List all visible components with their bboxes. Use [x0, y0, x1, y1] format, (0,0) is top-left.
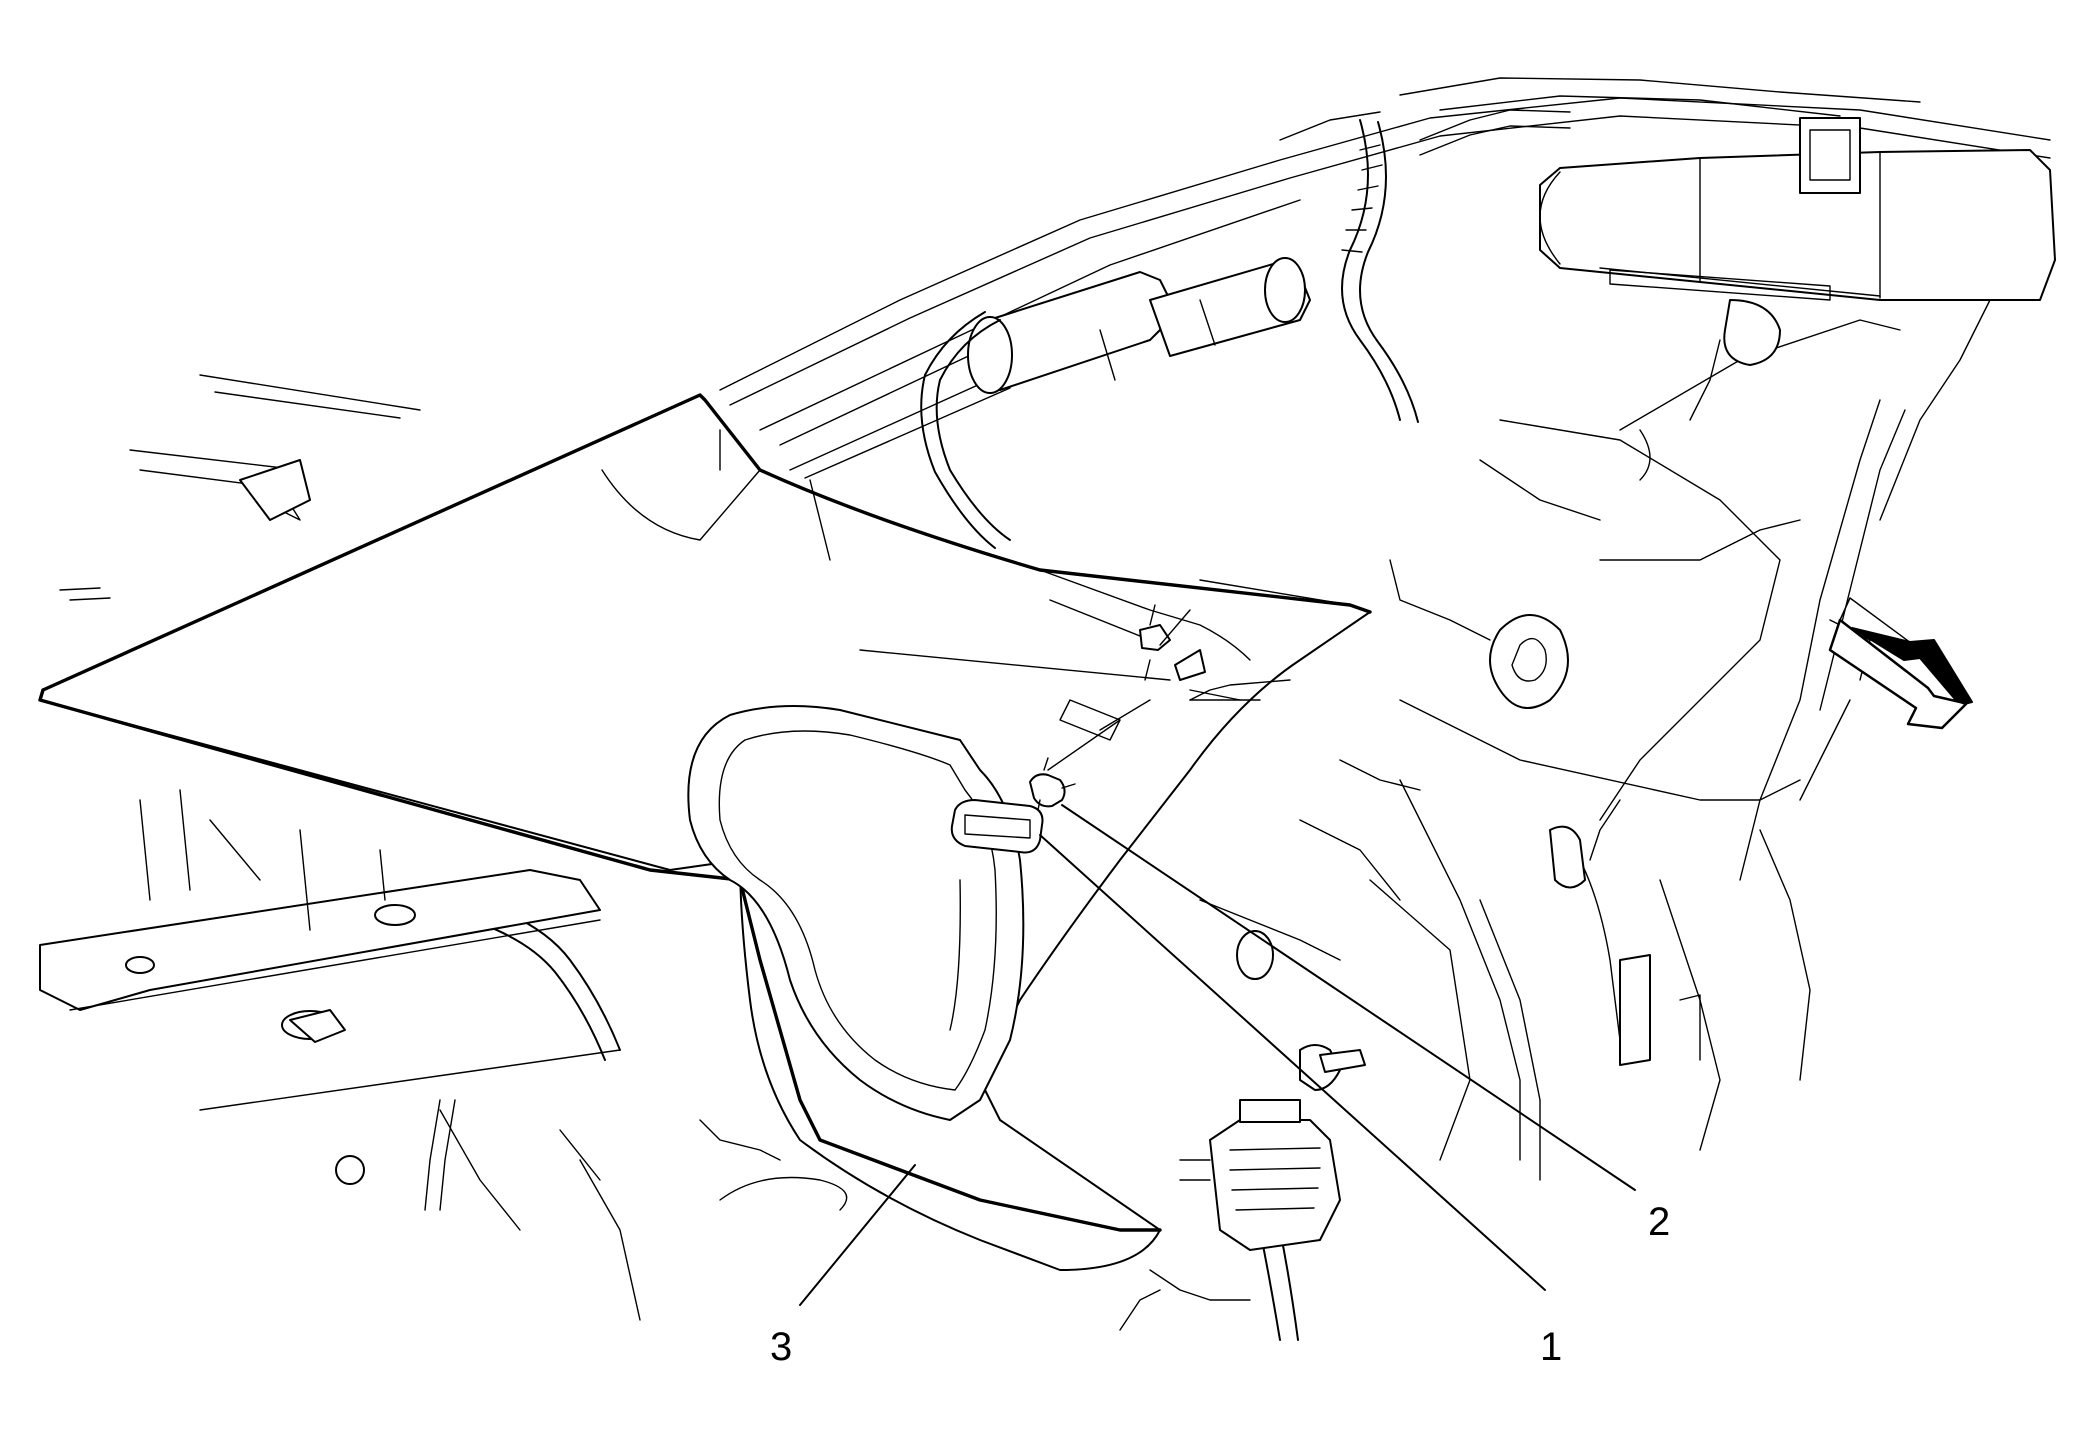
front-direction-arrow-icon: [1828, 597, 1973, 730]
trim-panel-retainer-clip: [950, 799, 1044, 854]
inflator-cylinder-assembly: [967, 257, 1311, 394]
side-curtain-airbag-module: [1539, 117, 2056, 301]
callout-leaders: [799, 804, 1636, 1306]
seat-belt-retractor: [1119, 1099, 1341, 1331]
callout-2: 2: [1648, 1200, 1670, 1244]
fastener-alignment-lines: [1047, 609, 1191, 771]
c-pillar-body-structure: [1199, 299, 1991, 1181]
callout-3: 3: [770, 1325, 792, 1369]
wiring-harness: [424, 109, 1571, 1341]
push-pin-fastener: [1029, 757, 1076, 811]
callout-1: 1: [1540, 1325, 1562, 1369]
upper-retainer-clip: [1139, 604, 1171, 681]
left-floor-structure: [39, 374, 848, 1321]
quarter-trim-panel: [38, 393, 1372, 1271]
